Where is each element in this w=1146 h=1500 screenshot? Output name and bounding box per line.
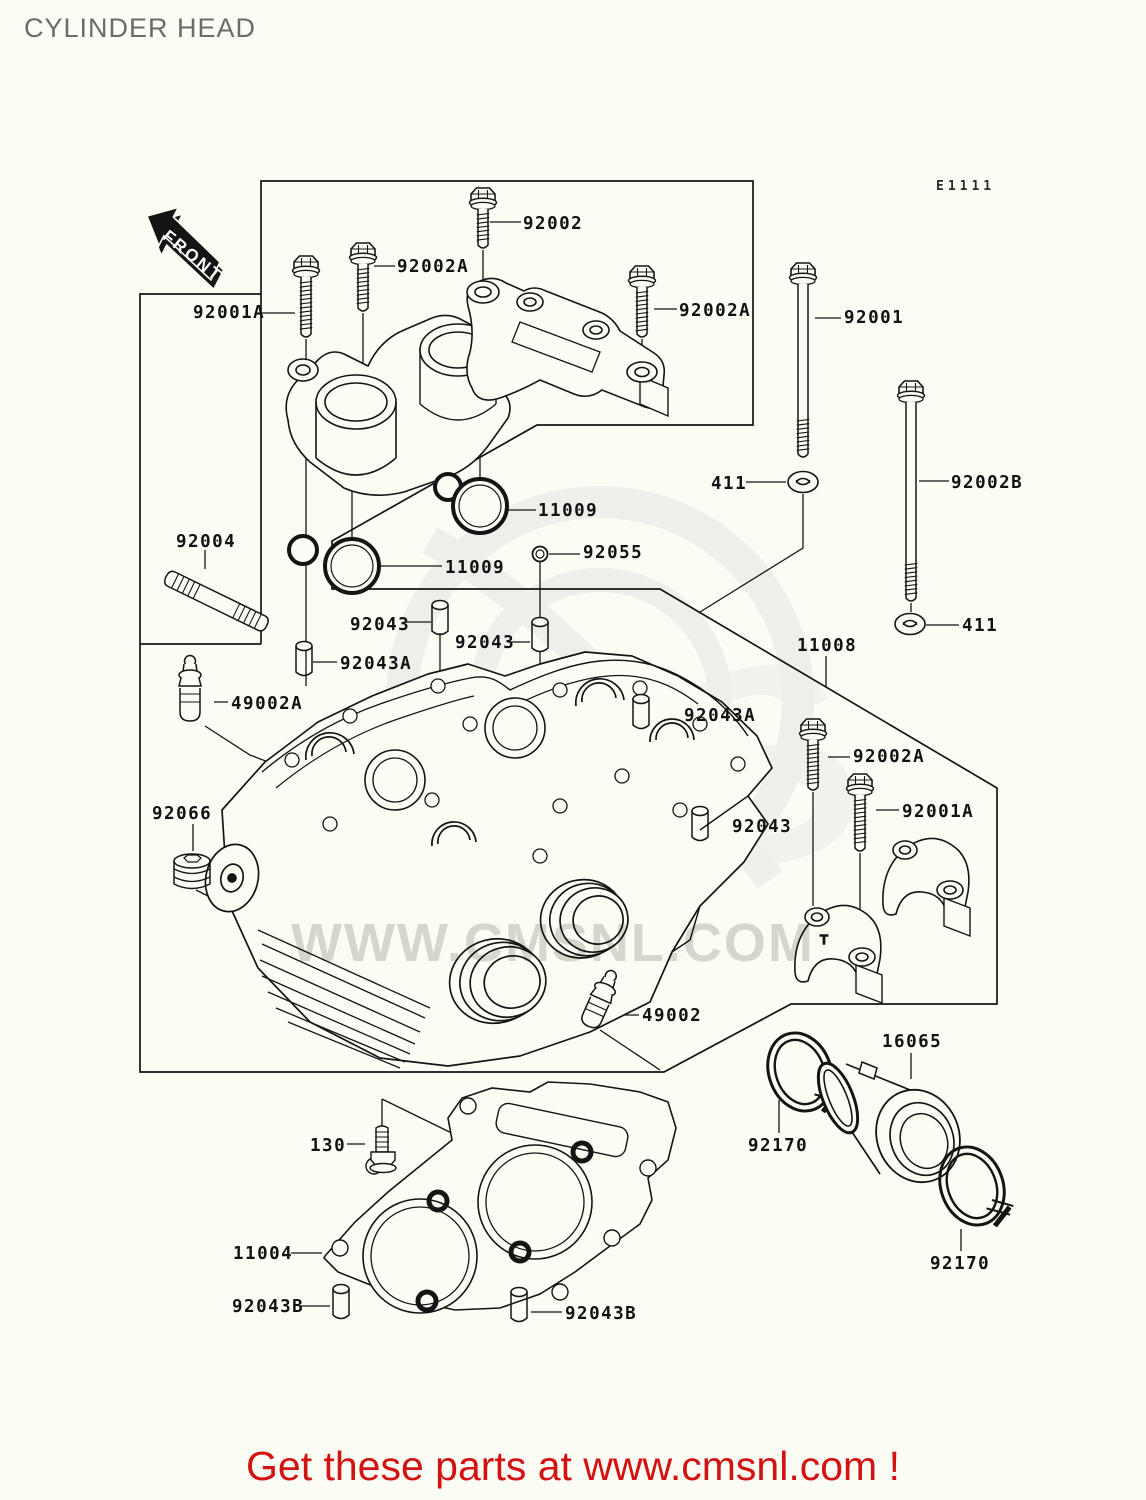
dowel-92043A-right [632, 693, 650, 730]
part-label-92170-lower: 92170 [930, 1254, 990, 1274]
watermark-url-text: WWW.CMSNL.COM [291, 913, 815, 973]
part-label-49002A: 49002A [231, 694, 303, 714]
head-gasket-11004 [323, 1081, 677, 1314]
fasteners [291, 187, 926, 1323]
part-label-92001A-top-left: 92001A [193, 303, 265, 323]
part-label-411-left: 411 [711, 474, 747, 494]
intake-port-right [539, 878, 629, 959]
diagram-code: E1111 [936, 179, 995, 194]
part-label-92002B: 92002B [951, 473, 1023, 493]
cam-cap-lower: T [794, 904, 883, 1005]
bolt-92002B [896, 380, 926, 602]
part-label-92055: 92055 [583, 543, 643, 563]
part-label-92004: 92004 [176, 532, 236, 552]
plug-92066 [173, 853, 211, 890]
part-label-16065: 16065 [882, 1032, 942, 1052]
washer-411-right [894, 612, 926, 636]
valve-49002A [178, 654, 202, 722]
part-labels: 92002 92002A 92001A 92002A 92001 92002B 411 411… [152, 214, 1023, 1324]
bolt-92002 [468, 187, 498, 249]
part-label-92043A-right: 92043A [684, 706, 756, 726]
dowel-92043-mid [531, 616, 549, 653]
part-label-92001A-bottom: 92001A [902, 802, 974, 822]
dowel-92043-right [691, 805, 709, 842]
part-label-92043-right: 92043 [732, 817, 792, 837]
cylinder-head-body [204, 651, 773, 1069]
washer-411-left [787, 470, 819, 494]
part-label-92066: 92066 [152, 804, 212, 824]
part-label-11008: 11008 [797, 636, 857, 656]
border-partitions [140, 294, 262, 645]
bolt-92002A-bottom [798, 718, 828, 791]
gasket-11009-upper [433, 472, 509, 535]
cam-cap-upper [882, 837, 971, 938]
page-title: CYLINDER HEAD [24, 13, 257, 43]
part-label-92002A-top-left: 92002A [397, 257, 469, 277]
part-label-49002: 49002 [642, 1006, 702, 1026]
bolt-92001A-bottom [845, 773, 875, 852]
dowel-92043B-left [332, 1283, 350, 1320]
part-label-11009-upper: 11009 [538, 501, 598, 521]
part-label-92043B-right: 92043B [565, 1304, 637, 1324]
part-label-92043-left: 92043 [350, 615, 410, 635]
footer-link[interactable]: Get these parts at www.cmsnl.com ! [246, 1443, 900, 1489]
bolt-92001 [788, 262, 818, 458]
part-label-92002: 92002 [523, 214, 583, 234]
part-label-411-right: 411 [962, 616, 998, 636]
bolt-92002A-top-left [348, 242, 378, 312]
rocker-holder-right [466, 277, 669, 418]
border-outer [139, 180, 998, 1073]
dowel-92043B-right [510, 1286, 528, 1323]
part-label-130: 130 [310, 1136, 346, 1156]
front-arrow: FRONT [145, 206, 226, 289]
clamp-92170-lower [938, 1145, 1014, 1228]
part-label-92043-mid: 92043 [455, 633, 515, 653]
leader-lines [192, 221, 962, 1313]
part-label-92001: 92001 [844, 308, 904, 328]
dowel-92043-left [431, 599, 449, 636]
part-label-11009-lower: 11009 [445, 558, 505, 578]
valve-49002 [581, 969, 618, 1029]
part-label-11004: 11004 [233, 1244, 293, 1264]
intake-holder-16065 [816, 1060, 961, 1184]
o-ring-92055 [531, 545, 549, 563]
bolt-130 [369, 1125, 397, 1174]
part-label-92002A-bottom: 92002A [853, 747, 925, 767]
cast-mark: T [820, 932, 828, 947]
diagram-borders [139, 180, 998, 1073]
stud-92004 [163, 570, 269, 632]
part-label-92043A-left: 92043A [340, 654, 412, 674]
part-label-92170-upper: 92170 [748, 1136, 808, 1156]
dowel-92043A-left [295, 640, 313, 677]
bolt-92001A-top-left [291, 255, 321, 338]
gasket-11009-lower [287, 534, 381, 595]
part-label-92043B-left: 92043B [232, 1297, 304, 1317]
bolt-92002A-top-right [627, 265, 657, 338]
part-label-92002A-top-right: 92002A [679, 301, 751, 321]
intake-port-left [448, 937, 547, 1025]
